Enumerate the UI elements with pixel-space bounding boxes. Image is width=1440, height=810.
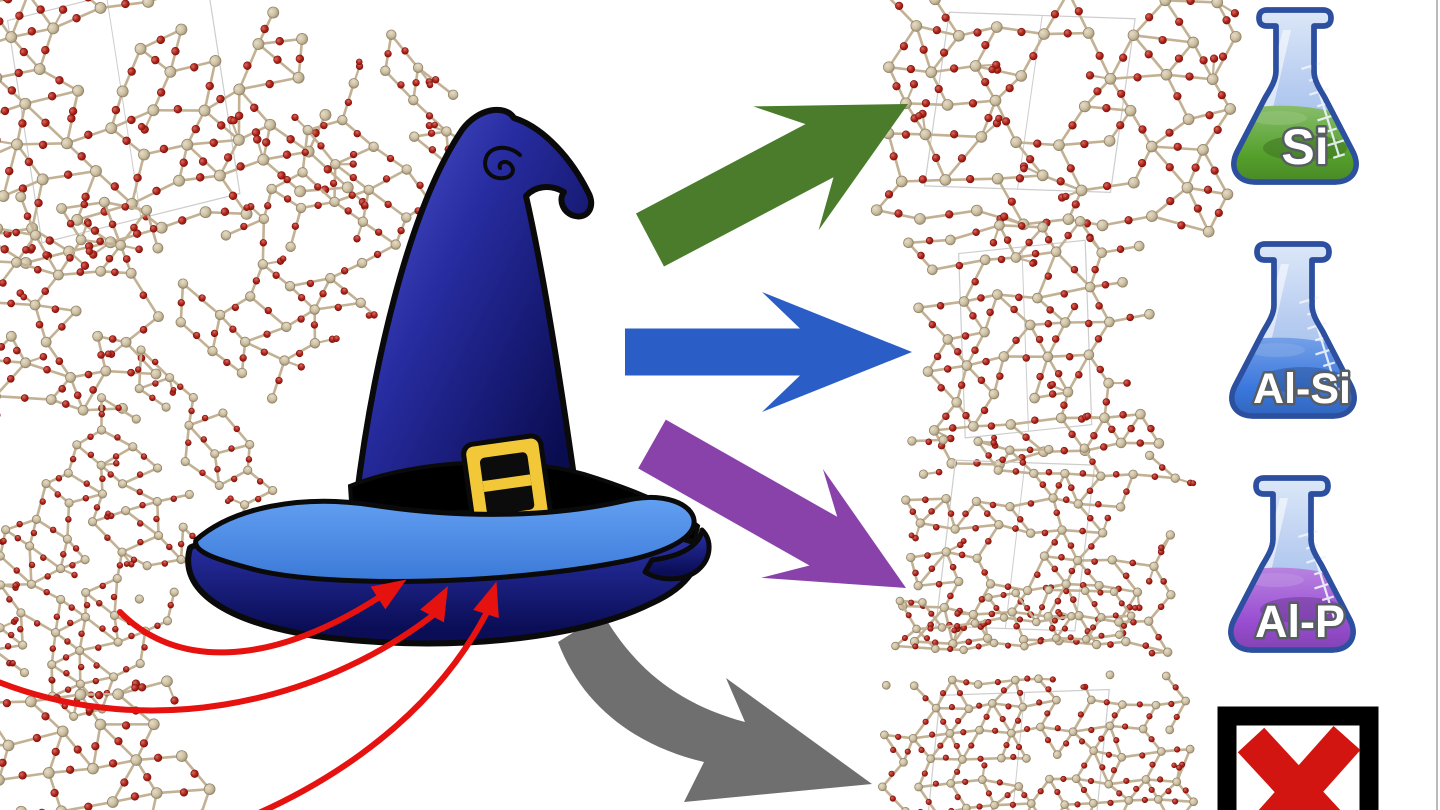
input-arrowhead-3 — [473, 581, 499, 619]
zeolite-structure-product-si — [870, 0, 1242, 238]
flask-icon-si — [1231, 7, 1359, 185]
reject-box-icon — [1217, 706, 1379, 810]
flask-label-al-si: Al-Si — [1253, 365, 1351, 413]
input-arrowhead-1 — [370, 579, 407, 610]
reject-cross-stroke-2 — [1258, 726, 1361, 810]
flask-icon-al-si — [1229, 241, 1357, 419]
input-arrowhead-2 — [420, 585, 448, 623]
zeolite-structure-product-al-p — [898, 434, 1197, 657]
flask-label-al-p: Al-P — [1255, 596, 1345, 647]
zeolite-structure-bottom-strip — [891, 585, 1136, 655]
flask-icon-al-p — [1228, 475, 1356, 653]
wizard-hat-icon — [185, 107, 712, 647]
purple-arrow — [638, 419, 906, 588]
zeolite-structure-lower-left-ribbon — [0, 345, 278, 721]
gray-arrow — [558, 614, 872, 802]
zeolite-structure-upper-left-sheet — [0, 0, 369, 270]
zeolite-structures-layer — [0, 0, 1242, 810]
input-arrow-1 — [117, 595, 381, 656]
output-arrows-layer — [558, 104, 912, 802]
input-arrow-2 — [0, 613, 435, 714]
hat-brim-curl — [642, 527, 712, 582]
zeolite-structure-left-edge-sheet — [0, 191, 164, 419]
input-arrows-layer — [0, 579, 499, 810]
flask-label-si: Si — [1281, 119, 1328, 175]
green-arrow — [636, 104, 908, 267]
zeolite-structure-upper-left-ribbon — [175, 29, 490, 404]
hat-brim-trim — [193, 494, 697, 584]
blue-arrow — [625, 292, 912, 412]
hat-buckle — [461, 433, 554, 534]
zeolite-structure-reject-sheet — [878, 670, 1198, 810]
input-arrow-3 — [257, 611, 489, 810]
flask-labels-layer: Si Al-Si Al-P — [1251, 117, 1354, 650]
zeolite-structure-product-al-si — [903, 216, 1165, 470]
hat-tip-curl — [483, 145, 522, 181]
flasks-layer — [1228, 7, 1359, 653]
